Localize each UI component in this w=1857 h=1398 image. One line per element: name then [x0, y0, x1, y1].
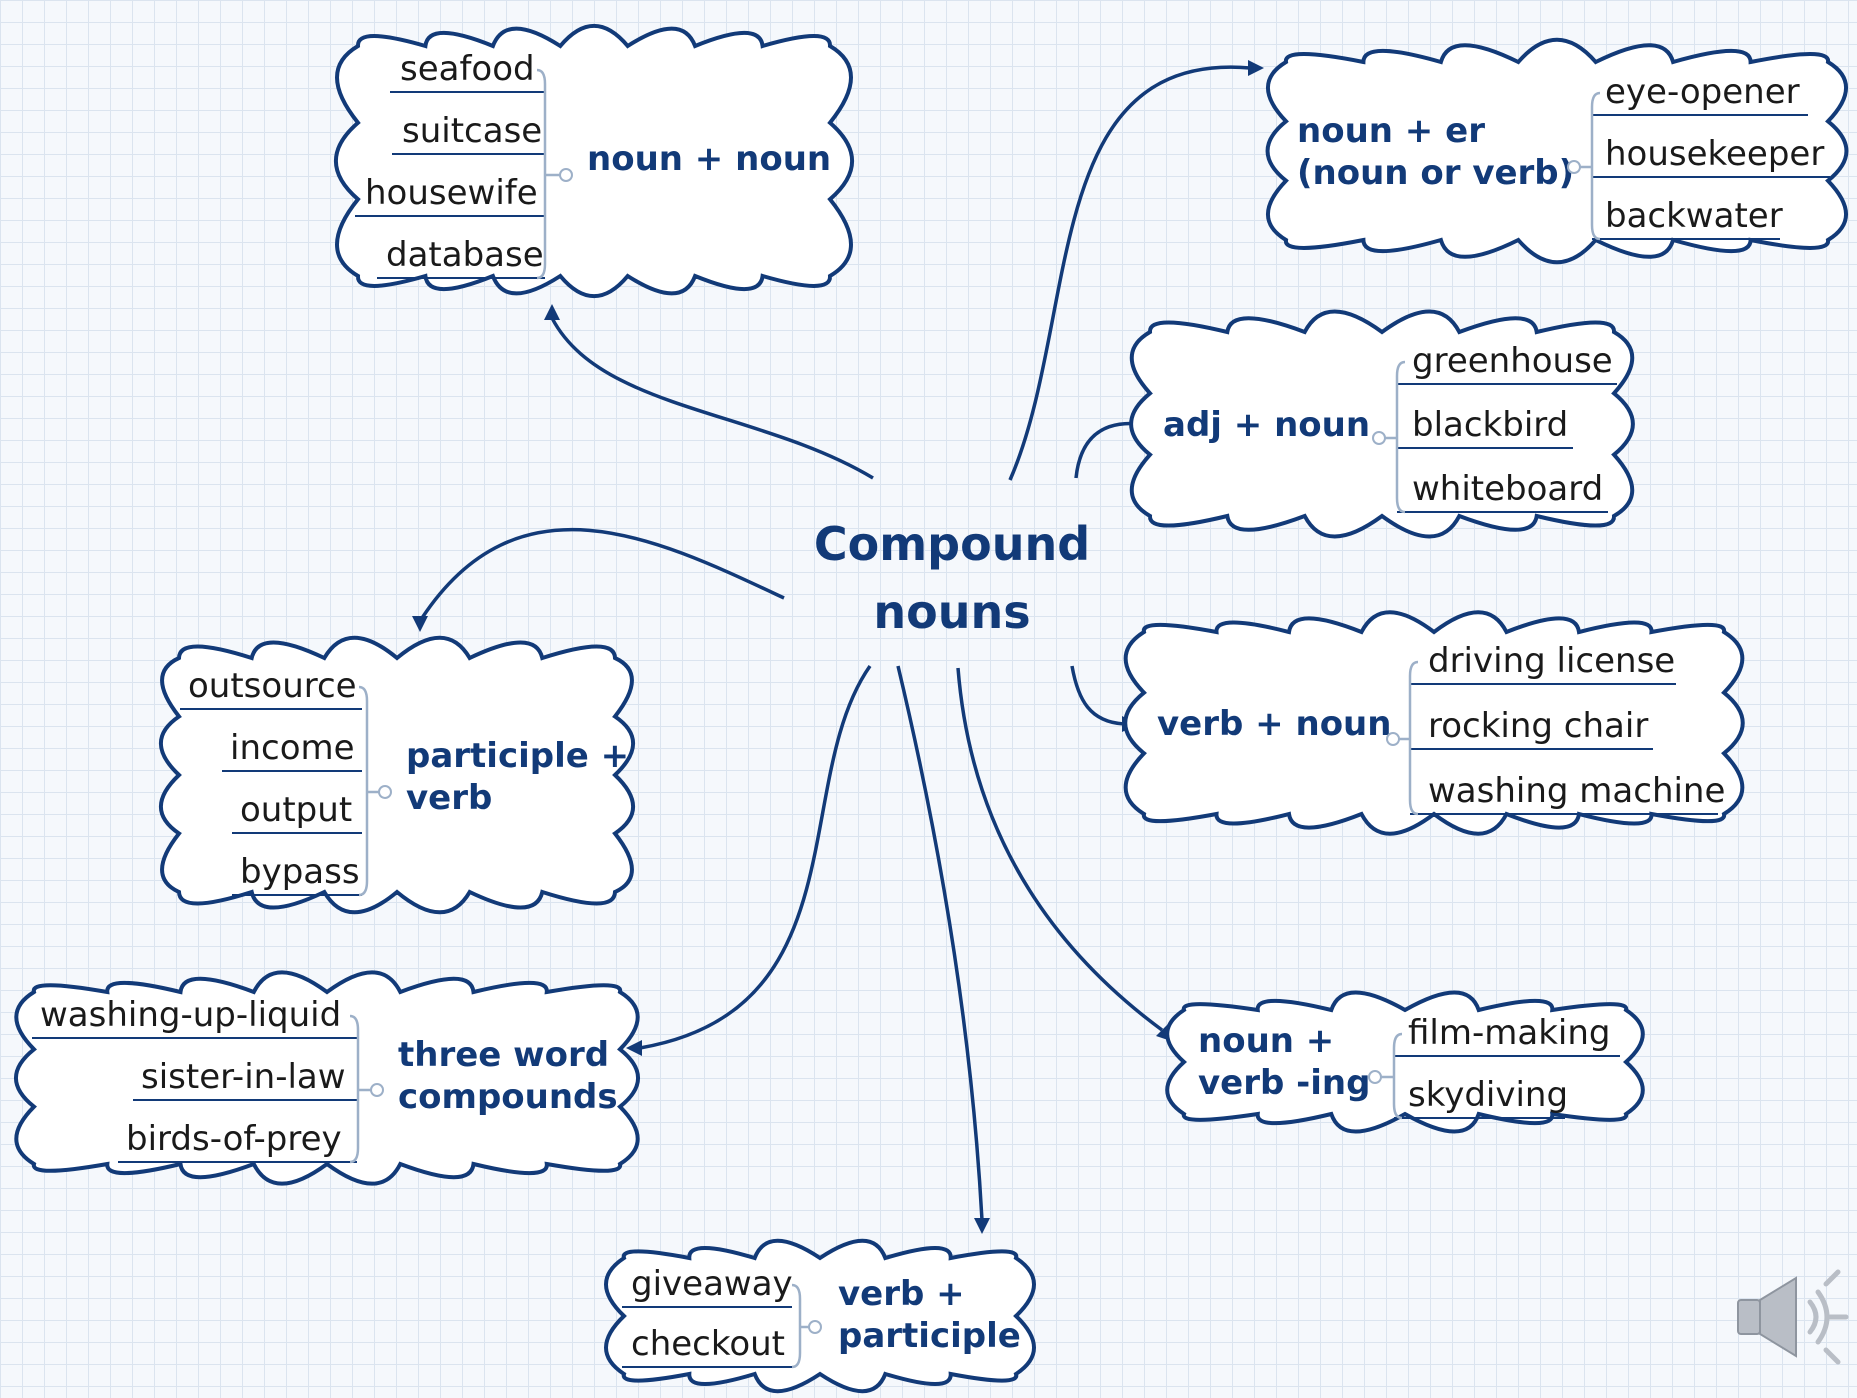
connector-line: [420, 527, 785, 619]
arrowhead-icon: [544, 304, 560, 320]
item-giveaway: giveaway: [631, 1264, 793, 1304]
category-label: participle: [838, 1316, 1021, 1356]
connector-line: [639, 664, 872, 1050]
category-label: compounds: [398, 1077, 618, 1117]
category-label: noun +: [1198, 1021, 1334, 1061]
item-sister-in-law: sister-in-law: [141, 1057, 346, 1097]
category-clouds: noun + noun seafood suitcase housewife datab…: [14, 23, 1849, 1394]
cloud-shape: [14, 970, 640, 1186]
collapse-dot-icon[interactable]: [1372, 431, 1386, 445]
category-noun-noun[interactable]: noun + noun seafood suitcase housewife datab…: [334, 23, 854, 299]
collapse-dot-icon[interactable]: [1567, 160, 1581, 174]
item-income: income: [230, 728, 355, 768]
cloud-shape: [1265, 37, 1849, 265]
category-label: verb -ing: [1198, 1063, 1370, 1103]
item-bypass: bypass: [240, 852, 360, 892]
cloud-shape: [1165, 990, 1645, 1134]
connector-line: [1008, 65, 1251, 481]
item-outsource: outsource: [188, 666, 357, 706]
item-suitcase: suitcase: [402, 111, 542, 151]
item-film-making: film-making: [1408, 1013, 1610, 1053]
collapse-dot-icon[interactable]: [559, 168, 573, 182]
connector-three-word: [626, 664, 872, 1056]
connector-line: [1074, 421, 1141, 479]
cloud-shape: [334, 23, 854, 299]
collapse-dot-icon[interactable]: [370, 1083, 384, 1097]
connector-noun-noun: [544, 304, 874, 480]
central-topic[interactable]: Compound nouns: [814, 517, 1090, 639]
cloud-shape: [1129, 309, 1635, 539]
connector-line: [956, 667, 1164, 1032]
connector-noun-er: [1008, 60, 1264, 481]
category-label: verb +: [838, 1274, 965, 1314]
connector-participle-verb: [412, 527, 785, 632]
item-rocking-chair: rocking chair: [1428, 706, 1648, 746]
category-label: verb + noun: [1157, 704, 1391, 744]
item-greenhouse: greenhouse: [1412, 341, 1613, 381]
arrowhead-icon: [412, 616, 428, 632]
cloud-shape: [158, 635, 636, 915]
item-whiteboard: whiteboard: [1412, 469, 1603, 509]
category-adj-noun[interactable]: adj + noun greenhouse blackbird whiteboard: [1129, 309, 1635, 539]
category-noun-verb-ing[interactable]: noun +verb -ing film-making skydiving: [1165, 990, 1645, 1134]
category-label: participle +: [406, 736, 629, 776]
category-label: noun + er: [1297, 111, 1485, 151]
item-skydiving: skydiving: [1408, 1075, 1568, 1115]
speaker-icon[interactable]: [1737, 1269, 1849, 1365]
collapse-dot-icon[interactable]: [1386, 732, 1400, 746]
item-seafood: seafood: [400, 49, 535, 89]
arrowhead-icon: [626, 1040, 642, 1056]
collapse-dot-icon[interactable]: [378, 785, 392, 799]
category-label: (noun or verb): [1297, 153, 1574, 193]
item-checkout: checkout: [631, 1324, 785, 1364]
cloud-shape: [1123, 610, 1745, 836]
central-topic-line1: Compound: [814, 517, 1090, 571]
category-label: adj + noun: [1163, 405, 1370, 445]
arrowhead-icon: [974, 1218, 990, 1234]
category-noun-er[interactable]: noun + er(noun or verb) eye-opener houseke…: [1265, 37, 1849, 265]
category-label: three word: [398, 1035, 609, 1075]
cloud-shape: [604, 1238, 1036, 1394]
category-participle-verb[interactable]: participle +verb outsource income output byp…: [158, 635, 636, 915]
connector-line: [550, 317, 874, 480]
item-database: database: [386, 235, 544, 275]
category-verb-noun[interactable]: verb + noun driving license rocking chair w…: [1123, 610, 1745, 836]
item-driving-license: driving license: [1428, 641, 1675, 681]
item-housekeeper: housekeeper: [1605, 134, 1824, 174]
item-output: output: [240, 790, 352, 830]
item-eye-opener: eye-opener: [1605, 72, 1800, 112]
collapse-dot-icon[interactable]: [1368, 1070, 1382, 1084]
category-verb-participle[interactable]: verb +participle giveaway checkout: [604, 1238, 1036, 1394]
central-topic-line2: nouns: [873, 585, 1030, 639]
arrowhead-icon: [1248, 60, 1264, 76]
category-label: noun + noun: [587, 139, 831, 179]
collapse-dot-icon[interactable]: [808, 1320, 822, 1334]
item-housewife: housewife: [365, 173, 538, 213]
item-washing-machine: washing machine: [1428, 771, 1725, 811]
connector-line: [896, 665, 984, 1221]
item-blackbird: blackbird: [1412, 405, 1568, 445]
category-label: verb: [406, 778, 492, 818]
item-backwater: backwater: [1605, 196, 1783, 236]
connector-verb-participle: [896, 665, 990, 1234]
item-birds-of-prey: birds-of-prey: [126, 1119, 342, 1159]
item-washing-up-liquid: washing-up-liquid: [40, 995, 341, 1035]
connector-line: [1070, 665, 1125, 726]
